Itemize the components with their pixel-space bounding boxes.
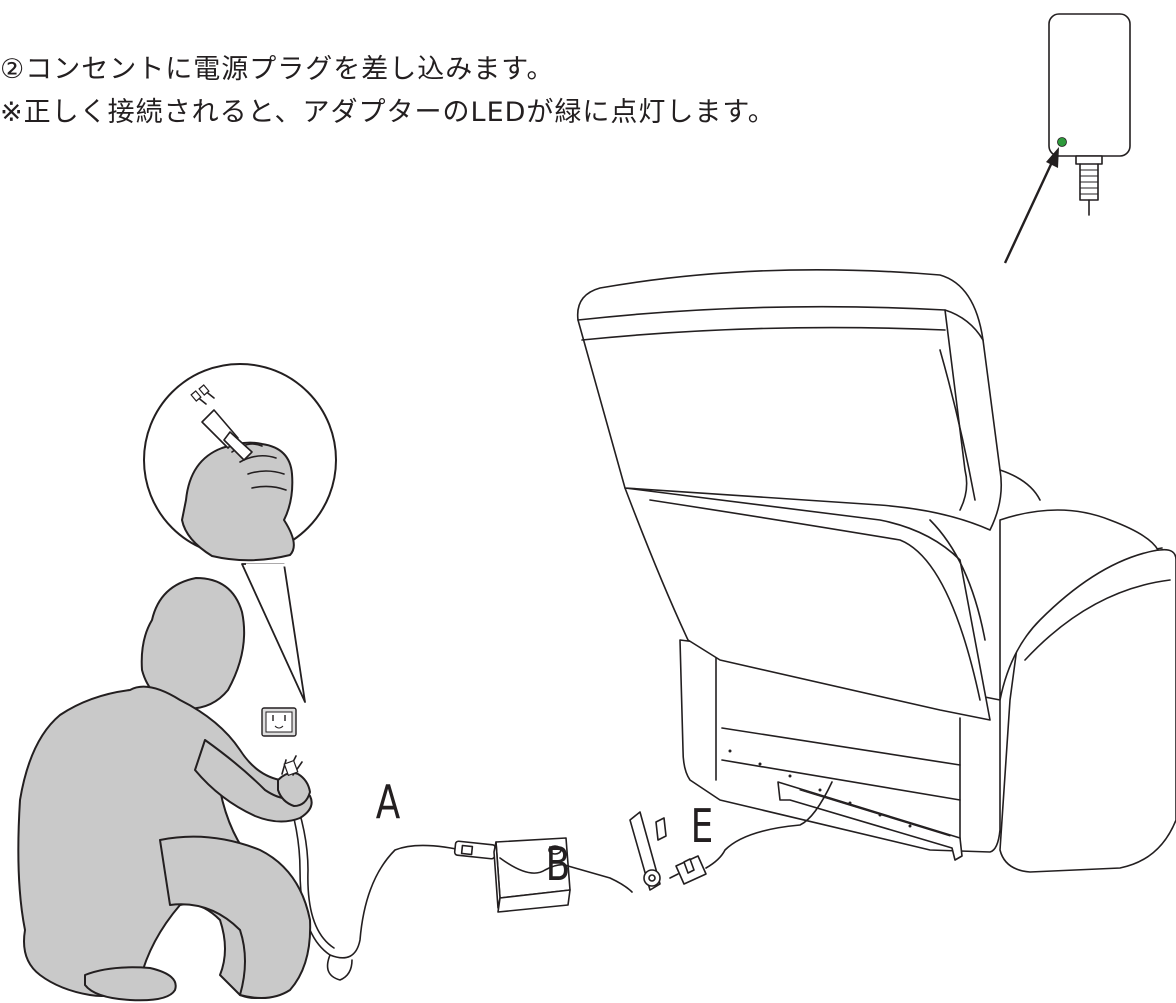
cable-label-e: E (691, 800, 714, 854)
wall-outlet-icon (261, 707, 297, 737)
person-arm (194, 739, 313, 823)
instruction-step-2: ②コンセントに電源プラグを差し込みます。 (0, 54, 555, 85)
led-pointer-arrow (1003, 147, 1059, 264)
instruction-note: ※正しく接続されると、アダプターのLEDが緑に点灯します。 (0, 97, 776, 128)
chair-mechanism (777, 781, 963, 861)
cable-system (284, 781, 833, 981)
instruction-text: ②コンセントに電源プラグを差し込みます。 ※正しく接続されると、アダプターのLE… (0, 48, 776, 134)
cable-a-connector (453, 840, 497, 860)
adapter-cable-collar (1075, 155, 1103, 165)
cable-b (567, 865, 633, 893)
cable-a (284, 787, 471, 959)
adapter-strain-relief (1079, 163, 1099, 216)
chair-seat (999, 509, 1159, 701)
cable-e (705, 781, 833, 869)
cable-labels: A B E (376, 776, 714, 892)
led-indicator-icon (1057, 137, 1067, 147)
cable-label-b: B (546, 838, 571, 892)
magnifier-bubble (143, 363, 337, 703)
adapter-body (1048, 13, 1131, 157)
person-knee (159, 835, 312, 1000)
hand-with-plug (277, 755, 311, 807)
kneeling-person (17, 577, 313, 1002)
cable-label-a: A (376, 776, 401, 830)
person-foot (84, 966, 177, 1002)
cable-b-connector (629, 811, 667, 891)
recliner-chair (576, 268, 1176, 873)
cable-e-plug (669, 855, 707, 885)
magnified-hand-plug (181, 384, 295, 562)
adapter-detail (1003, 13, 1131, 264)
person-head (140, 577, 246, 710)
control-box-b (493, 837, 571, 913)
chair-lower-back (624, 487, 991, 721)
magnifier-callout-tail (241, 563, 306, 703)
